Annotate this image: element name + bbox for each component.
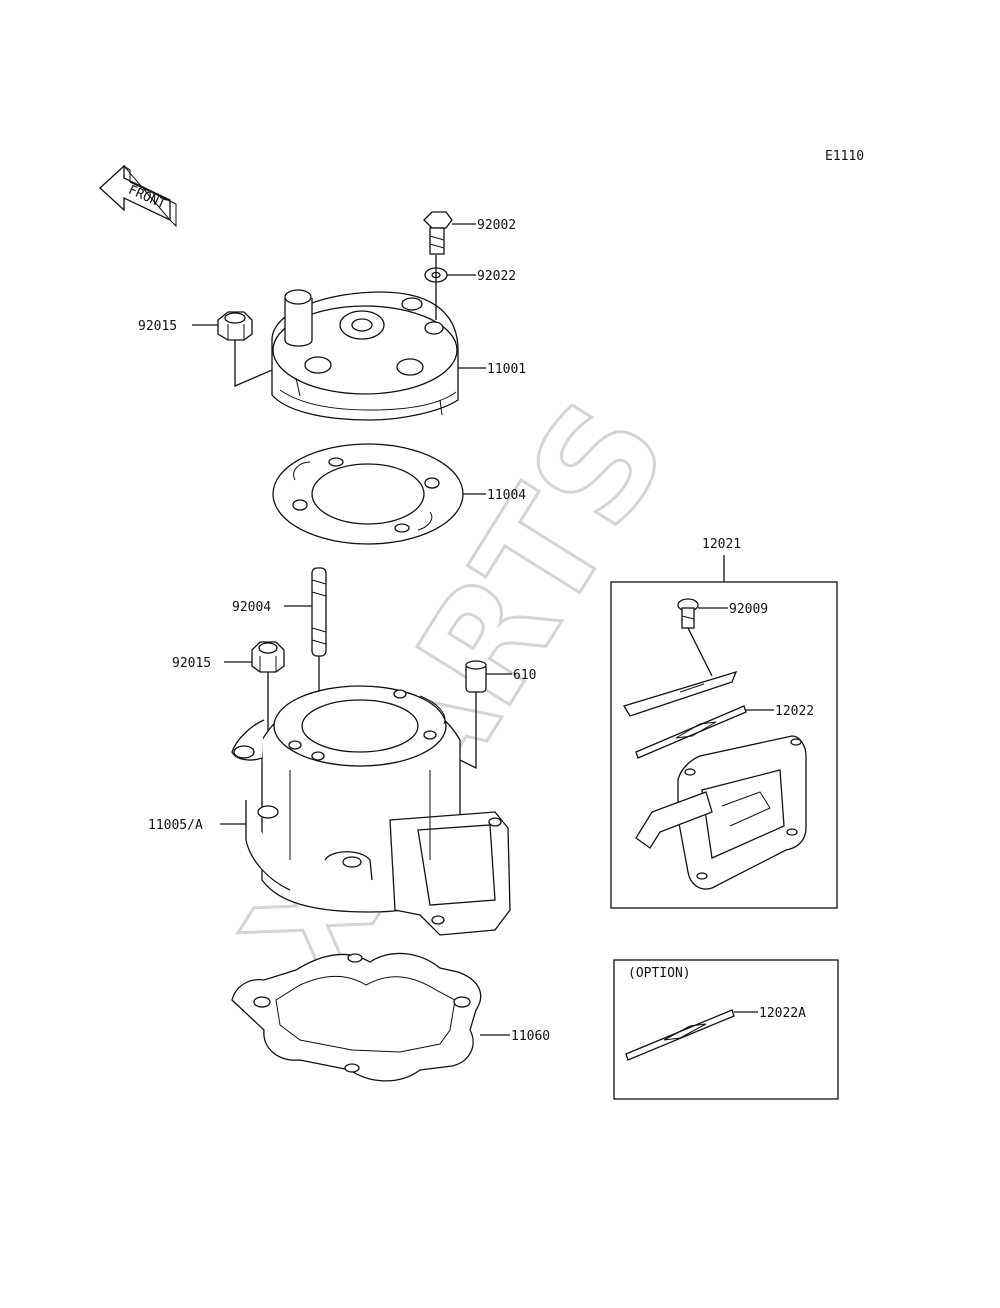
label-92004: 92004 xyxy=(232,600,271,615)
screw-92009[interactable] xyxy=(677,598,699,629)
option-label: (OPTION) xyxy=(628,966,691,981)
front-arrow-icon: FRONT xyxy=(99,164,177,228)
head-gasket-11004[interactable] xyxy=(272,443,464,545)
reed-stopper-plate[interactable] xyxy=(623,670,738,717)
label-92022: 92022 xyxy=(477,269,516,284)
label-11060: 11060 xyxy=(511,1029,550,1044)
dowel-610[interactable] xyxy=(465,660,487,693)
label-610: 610 xyxy=(513,668,536,683)
stud-92004[interactable] xyxy=(311,567,327,657)
reed-valve-kit-box[interactable] xyxy=(610,581,838,909)
reed-petal-12022[interactable] xyxy=(635,705,747,759)
bolt-92002[interactable] xyxy=(423,211,453,255)
label-12022a: 12022A xyxy=(759,1006,806,1021)
label-12021: 12021 xyxy=(702,537,741,552)
label-11001: 11001 xyxy=(487,362,526,377)
reed-petal-12022a[interactable] xyxy=(625,1009,735,1061)
label-11005a: 11005/A xyxy=(148,818,203,833)
base-gasket-11060[interactable] xyxy=(231,952,482,1082)
nut-92015-top[interactable] xyxy=(217,311,253,341)
label-11004: 11004 xyxy=(487,488,526,503)
cylinder-11005a[interactable] xyxy=(231,685,511,936)
reed-valve-block[interactable] xyxy=(635,735,807,890)
cylinder-head-11001[interactable] xyxy=(271,289,459,421)
label-92015-mid: 92015 xyxy=(172,656,211,671)
label-12022: 12022 xyxy=(775,704,814,719)
option-box[interactable] xyxy=(613,959,839,1100)
label-92009: 92009 xyxy=(729,602,768,617)
label-92002: 92002 xyxy=(477,218,516,233)
label-92015-top: 92015 xyxy=(138,319,177,334)
nut-92015-mid[interactable] xyxy=(251,641,285,673)
diagram-code: E1110 xyxy=(825,149,864,164)
